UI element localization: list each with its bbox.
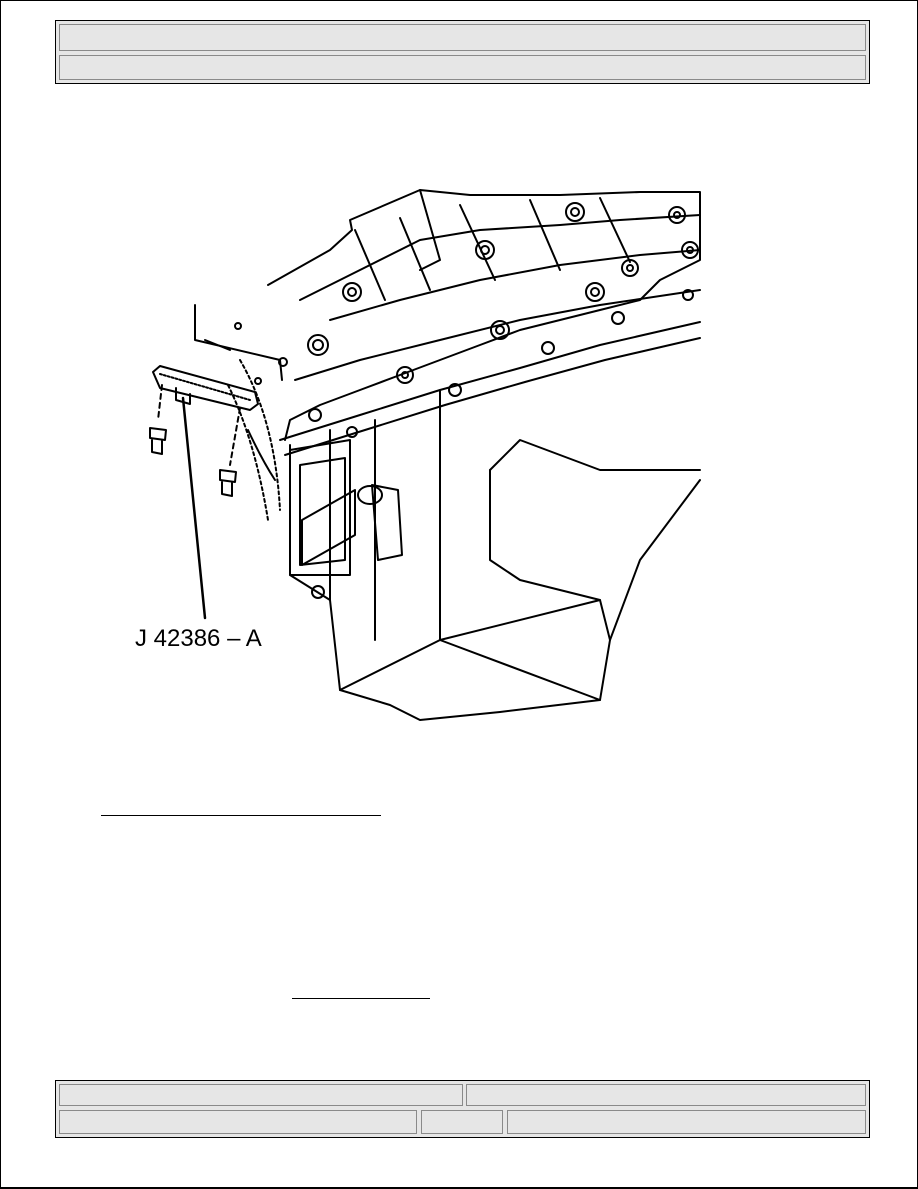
header-title	[59, 24, 866, 51]
footer-cell-2	[466, 1084, 866, 1106]
document-link-2[interactable]	[292, 998, 430, 999]
header-subtitle	[59, 55, 866, 80]
footer-cell-1	[59, 1084, 463, 1106]
tool-callout-label: J 42386 – A	[135, 625, 262, 652]
page-header	[55, 20, 870, 84]
document-link-1[interactable]	[101, 815, 381, 816]
footer-cell-5	[507, 1110, 866, 1134]
footer-cell-4	[421, 1110, 503, 1134]
page-footer	[55, 1080, 870, 1138]
footer-cell-3	[59, 1110, 417, 1134]
